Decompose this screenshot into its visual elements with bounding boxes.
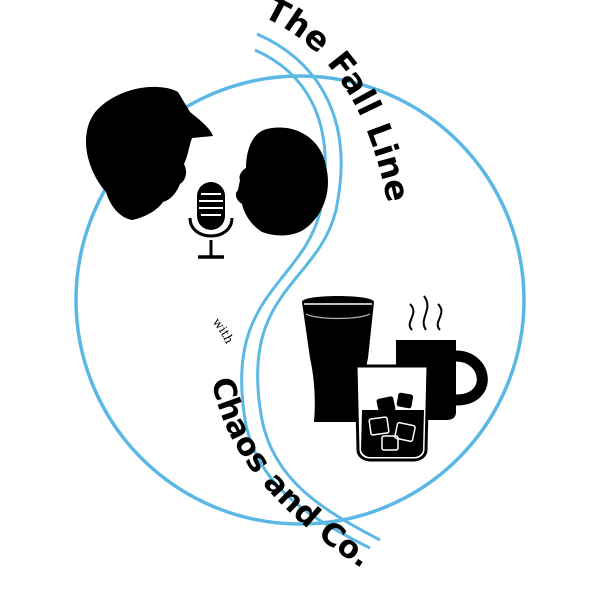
head-left-silhouette <box>86 86 213 220</box>
rocks-glass-icon <box>354 364 430 462</box>
logo-with: with <box>210 315 237 346</box>
head-right-silhouette <box>235 127 328 236</box>
microphone-icon <box>188 182 234 259</box>
steam-icon <box>408 295 443 331</box>
fall-line-curves <box>240 32 381 550</box>
blue-ring <box>74 74 526 526</box>
